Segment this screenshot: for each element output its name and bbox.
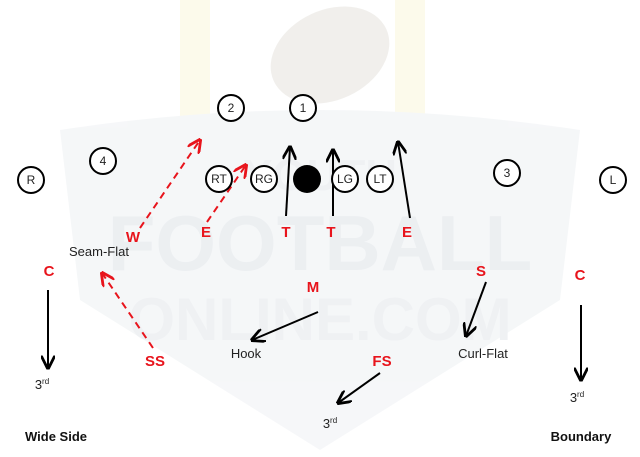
player-3: 3 bbox=[493, 159, 521, 187]
player-lg: LG bbox=[331, 165, 359, 193]
svg-text:FOOTBALL: FOOTBALL bbox=[108, 199, 533, 287]
svg-text:2: 2 bbox=[228, 101, 235, 115]
defender-c-right: C bbox=[575, 267, 586, 284]
zone-curl-flat: Curl-Flat bbox=[458, 346, 508, 361]
svg-text:R: R bbox=[27, 173, 36, 187]
defender-e-right: E bbox=[402, 224, 412, 241]
s-drop-arrow bbox=[466, 281, 487, 336]
t-left-rush-arrow bbox=[286, 147, 290, 217]
defender-t-right: T bbox=[326, 224, 335, 241]
fs-drop-arrow bbox=[338, 372, 381, 403]
player-4: 4 bbox=[89, 147, 117, 175]
defender-w: W bbox=[126, 229, 141, 246]
m-drop-arrow bbox=[252, 311, 319, 340]
defender-fs: FS bbox=[372, 353, 391, 370]
svg-text:LT: LT bbox=[373, 172, 387, 186]
defense: W E T T E C M S C SS FS bbox=[44, 224, 586, 370]
player-r: R bbox=[17, 166, 45, 194]
player-2: 2 bbox=[217, 94, 245, 122]
w-blitz-arrow bbox=[139, 140, 200, 229]
watermark-logo: YOUTH FOOTBALL ONLINE.COM bbox=[60, 0, 580, 450]
zone-seam-flat: Seam-Flat bbox=[69, 244, 129, 259]
player-lt: LT bbox=[366, 165, 394, 193]
label-boundary: Boundary bbox=[551, 429, 612, 444]
ss-drop-arrow bbox=[102, 273, 154, 349]
svg-text:3: 3 bbox=[504, 166, 511, 180]
zone-third-right: 3rd bbox=[570, 390, 584, 405]
offense: R 4 2 1 3 L RT RG LG LT bbox=[17, 94, 627, 194]
defender-ss: SS bbox=[145, 353, 165, 370]
defender-e-left: E bbox=[201, 224, 211, 241]
defender-m: M bbox=[307, 279, 320, 296]
label-wide-side: Wide Side bbox=[25, 429, 87, 444]
zone-third-left: 3rd bbox=[35, 377, 49, 392]
defender-t-left: T bbox=[281, 224, 290, 241]
zone-hook: Hook bbox=[231, 346, 262, 361]
svg-text:L: L bbox=[610, 173, 617, 187]
e-right-rush-arrow bbox=[398, 142, 411, 219]
player-l: L bbox=[599, 166, 627, 194]
svg-text:LG: LG bbox=[337, 172, 353, 186]
defender-s: S bbox=[476, 263, 486, 280]
svg-text:RG: RG bbox=[255, 172, 273, 186]
player-rt: RT bbox=[205, 165, 233, 193]
routes bbox=[48, 140, 581, 403]
svg-text:1: 1 bbox=[300, 101, 307, 115]
defender-c-left: C bbox=[44, 263, 55, 280]
zones: Seam-Flat Hook Curl-Flat 3rd 3rd 3rd bbox=[35, 244, 584, 431]
svg-text:RT: RT bbox=[211, 172, 227, 186]
svg-text:ONLINE.COM: ONLINE.COM bbox=[128, 286, 511, 353]
svg-text:4: 4 bbox=[100, 154, 107, 168]
zone-third-middle: 3rd bbox=[323, 416, 337, 431]
player-1: 1 bbox=[289, 94, 317, 122]
player-rg: RG bbox=[250, 165, 278, 193]
center-ball bbox=[293, 165, 321, 193]
